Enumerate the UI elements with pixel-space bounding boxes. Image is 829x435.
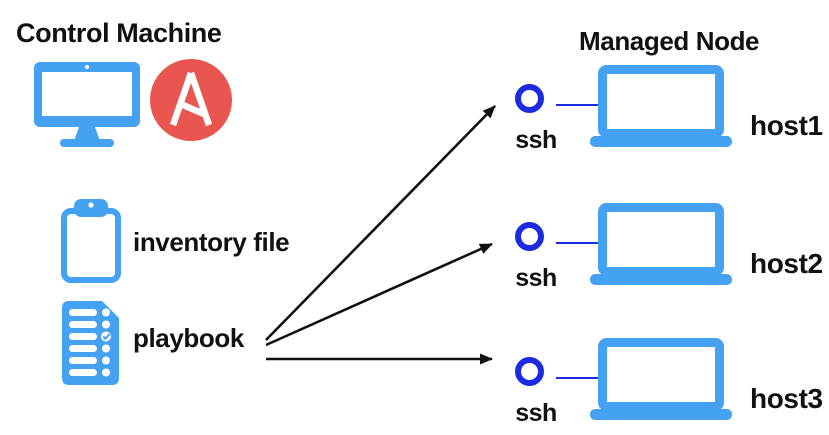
desktop-monitor-icon: [34, 62, 140, 147]
ssh-endpoint-icon: [515, 84, 544, 113]
ansible-logo-icon: [150, 59, 232, 141]
laptop-icon: [590, 203, 732, 285]
playbook-checklist-icon: [62, 301, 119, 385]
clipboard-icon: [61, 199, 121, 283]
ssh-connector-line: [556, 242, 598, 244]
ssh-label: ssh: [515, 264, 557, 292]
ssh-label: ssh: [515, 126, 557, 154]
inventory-file-label: inventory file: [133, 227, 290, 257]
ssh-connector-line: [556, 104, 598, 106]
arrow-playbook-to-host2: [265, 242, 493, 347]
managed-node-title: Managed Node: [579, 26, 760, 56]
playbook-label: playbook: [133, 323, 244, 353]
arrow-playbook-to-host1: [265, 105, 496, 341]
host2-label: host2: [750, 248, 823, 279]
host3-label: host3: [750, 383, 823, 414]
control-machine-title: Control Machine: [16, 18, 222, 48]
ssh-connector-line: [556, 377, 598, 379]
laptop-icon: [590, 338, 732, 420]
ssh-label: ssh: [515, 399, 557, 427]
ssh-endpoint-icon: [515, 222, 544, 251]
ssh-endpoint-icon: [515, 357, 544, 386]
laptop-icon: [590, 65, 732, 147]
check-icon: [102, 333, 111, 341]
host1-label: host1: [750, 110, 823, 141]
